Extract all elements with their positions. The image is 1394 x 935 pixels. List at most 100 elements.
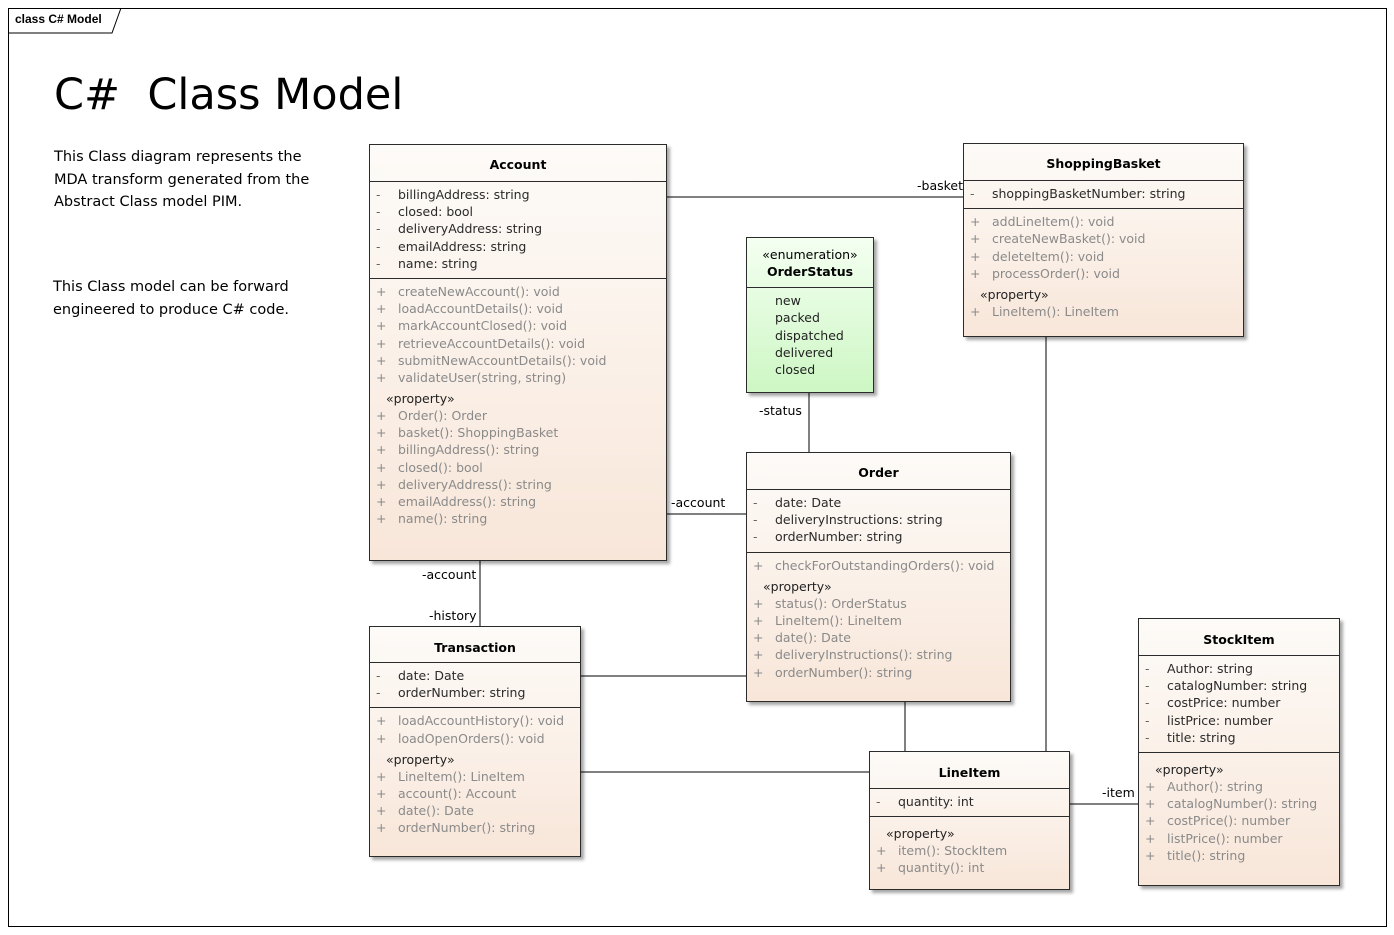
operation-row[interactable]: +deliveryInstructions(): string bbox=[747, 646, 1010, 663]
visibility-marker: - bbox=[970, 186, 975, 201]
attribute-row[interactable]: -deliveryAddress: string bbox=[370, 220, 666, 237]
class-shoppingbasket[interactable]: ShoppingBasket - shoppingBasketNumber: st… bbox=[963, 143, 1244, 337]
attribute-row[interactable]: -billingAddress: string bbox=[370, 186, 666, 203]
operation-row[interactable]: +deliveryAddress(): string bbox=[370, 476, 666, 493]
operation-row[interactable]: +emailAddress(): string bbox=[370, 493, 666, 510]
properties-section: «property» +Author(): string+catalogNumb… bbox=[1139, 753, 1339, 870]
operation-row[interactable]: +LineItem(): LineItem bbox=[370, 768, 580, 785]
operation-row[interactable]: + LineItem(): LineItem bbox=[964, 303, 1243, 320]
class-stockitem[interactable]: StockItem -Author: string-catalogNumber:… bbox=[1138, 618, 1340, 886]
operation-row[interactable]: +loadAccountHistory(): void bbox=[370, 712, 580, 729]
operation-text: LineItem(): LineItem bbox=[992, 303, 1119, 319]
visibility-marker: + bbox=[376, 494, 387, 509]
operation-row[interactable]: +loadAccountDetails(): void bbox=[370, 300, 666, 317]
operation-row[interactable]: +Order(): Order bbox=[370, 407, 666, 424]
attribute-row[interactable]: -name: string bbox=[370, 255, 666, 272]
operation-row[interactable]: +createNewAccount(): void bbox=[370, 283, 666, 300]
class-lineitem[interactable]: LineItem -quantity: int «property» +item… bbox=[869, 751, 1070, 890]
attribute-row[interactable]: -orderNumber: string bbox=[370, 684, 580, 701]
class-account[interactable]: Account -billingAddress: string-closed: … bbox=[369, 144, 667, 561]
operation-row[interactable]: +billingAddress(): string bbox=[370, 441, 666, 458]
class-order[interactable]: Order -date: Date-deliveryInstructions: … bbox=[746, 452, 1011, 702]
visibility-marker: + bbox=[376, 318, 387, 334]
attribute-text: catalogNumber: string bbox=[1167, 678, 1308, 694]
operation-row[interactable]: +basket(): ShoppingBasket bbox=[370, 424, 666, 441]
operation-row[interactable]: +quantity(): int bbox=[870, 859, 1069, 876]
visibility-marker: - bbox=[376, 668, 381, 683]
operation-row[interactable]: +deleteItem(): void bbox=[964, 248, 1243, 265]
visibility-marker: + bbox=[376, 442, 387, 458]
visibility-marker: + bbox=[376, 713, 387, 729]
visibility-marker: + bbox=[1145, 778, 1156, 794]
operation-row[interactable]: +retrieveAccountDetails(): void bbox=[370, 335, 666, 352]
operation-row[interactable]: +date(): Date bbox=[370, 802, 580, 819]
attribute-row[interactable]: -Author: string bbox=[1139, 660, 1339, 677]
attribute-row[interactable]: -title: string bbox=[1139, 729, 1339, 746]
operation-text: LineItem(): LineItem bbox=[775, 612, 902, 628]
role-item: -item bbox=[1102, 785, 1135, 800]
description-note: This Class diagram represents the MDA tr… bbox=[54, 149, 310, 210]
class-name: Order bbox=[747, 453, 1010, 490]
visibility-marker: + bbox=[376, 369, 387, 385]
visibility-marker: + bbox=[376, 511, 387, 527]
visibility-marker: + bbox=[970, 303, 981, 319]
operation-row[interactable]: + name(): string bbox=[370, 510, 666, 527]
attribute-row[interactable]: -date: Date bbox=[747, 494, 1010, 511]
operation-row[interactable]: +listPrice(): number bbox=[1139, 830, 1339, 847]
operation-row[interactable]: +markAccountClosed(): void bbox=[370, 317, 666, 334]
attribute-row[interactable]: -emailAddress: string bbox=[370, 238, 666, 255]
operation-row[interactable]: +item(): StockItem bbox=[870, 842, 1069, 859]
operation-row[interactable]: +createNewBasket(): void bbox=[964, 230, 1243, 247]
operation-text: name(): string bbox=[398, 511, 488, 527]
operation-text: deliveryAddress(): string bbox=[398, 476, 552, 492]
attribute-row[interactable]: -closed: bool bbox=[370, 203, 666, 220]
visibility-marker: + bbox=[376, 335, 387, 351]
operation-row[interactable]: +orderNumber(): string bbox=[747, 664, 1010, 681]
class-name: Transaction bbox=[370, 627, 580, 663]
operations-section: +addLineItem(): void+createNewBasket(): … bbox=[964, 209, 1243, 326]
attribute-row[interactable]: -costPrice: number bbox=[1139, 694, 1339, 711]
operation-row[interactable]: +processOrder(): void bbox=[964, 265, 1243, 282]
property-stereotype: «property» bbox=[386, 751, 455, 767]
enum-name: OrderStatus bbox=[766, 264, 854, 279]
attributes-section: -date: Date-orderNumber: string bbox=[370, 663, 580, 709]
operation-row[interactable]: +status(): OrderStatus bbox=[747, 595, 1010, 612]
operation-row[interactable]: +addLineItem(): void bbox=[964, 213, 1243, 230]
property-stereotype: «property» bbox=[886, 826, 955, 842]
attribute-row[interactable]: - shoppingBasketNumber: string bbox=[964, 185, 1243, 202]
class-name: ShoppingBasket bbox=[964, 144, 1243, 181]
operation-row[interactable]: +orderNumber(): string bbox=[370, 819, 580, 836]
attribute-row[interactable]: - catalogNumber: string bbox=[1139, 677, 1339, 694]
operation-row[interactable]: +checkForOutstandingOrders(): void bbox=[747, 557, 1010, 574]
operation-row[interactable]: +date(): Date bbox=[747, 629, 1010, 646]
operation-text: createNewBasket(): void bbox=[992, 231, 1146, 247]
operation-row[interactable]: +validateUser(string, string) bbox=[370, 369, 666, 386]
operation-row[interactable]: +title(): string bbox=[1139, 847, 1339, 864]
operation-row[interactable]: +loadOpenOrders(): void bbox=[370, 730, 580, 747]
role-basket: -basket bbox=[917, 178, 964, 193]
visibility-marker: - bbox=[753, 529, 758, 545]
operation-row[interactable]: +costPrice(): number bbox=[1139, 812, 1339, 829]
attribute-row[interactable]: -quantity: int bbox=[870, 793, 1069, 810]
attribute-row[interactable]: -date: Date bbox=[370, 667, 580, 684]
operation-row[interactable]: +Author(): string bbox=[1139, 778, 1339, 795]
class-transaction[interactable]: Transaction -date: Date-orderNumber: str… bbox=[369, 626, 581, 857]
attribute-row[interactable]: -listPrice: number bbox=[1139, 712, 1339, 729]
operation-row[interactable]: +closed(): bool bbox=[370, 459, 666, 476]
operation-text: Order(): Order bbox=[398, 408, 487, 424]
attribute-text: deliveryInstructions: string bbox=[775, 512, 943, 528]
attribute-text: shoppingBasketNumber: string bbox=[992, 186, 1186, 201]
visibility-marker: + bbox=[1145, 796, 1156, 812]
operation-row[interactable]: +account(): Account bbox=[370, 785, 580, 802]
visibility-marker: - bbox=[376, 685, 381, 701]
attribute-row[interactable]: -orderNumber: string bbox=[747, 528, 1010, 545]
operation-row[interactable]: +catalogNumber(): string bbox=[1139, 795, 1339, 812]
attribute-row[interactable]: -deliveryInstructions: string bbox=[747, 511, 1010, 528]
operation-row[interactable]: +submitNewAccountDetails(): void bbox=[370, 352, 666, 369]
enum-literal: packed bbox=[775, 310, 820, 326]
attributes-section: -quantity: int bbox=[870, 789, 1069, 818]
visibility-marker: + bbox=[753, 612, 764, 628]
operation-row[interactable]: + LineItem(): LineItem bbox=[747, 612, 1010, 629]
visibility-marker: - bbox=[1145, 678, 1150, 694]
